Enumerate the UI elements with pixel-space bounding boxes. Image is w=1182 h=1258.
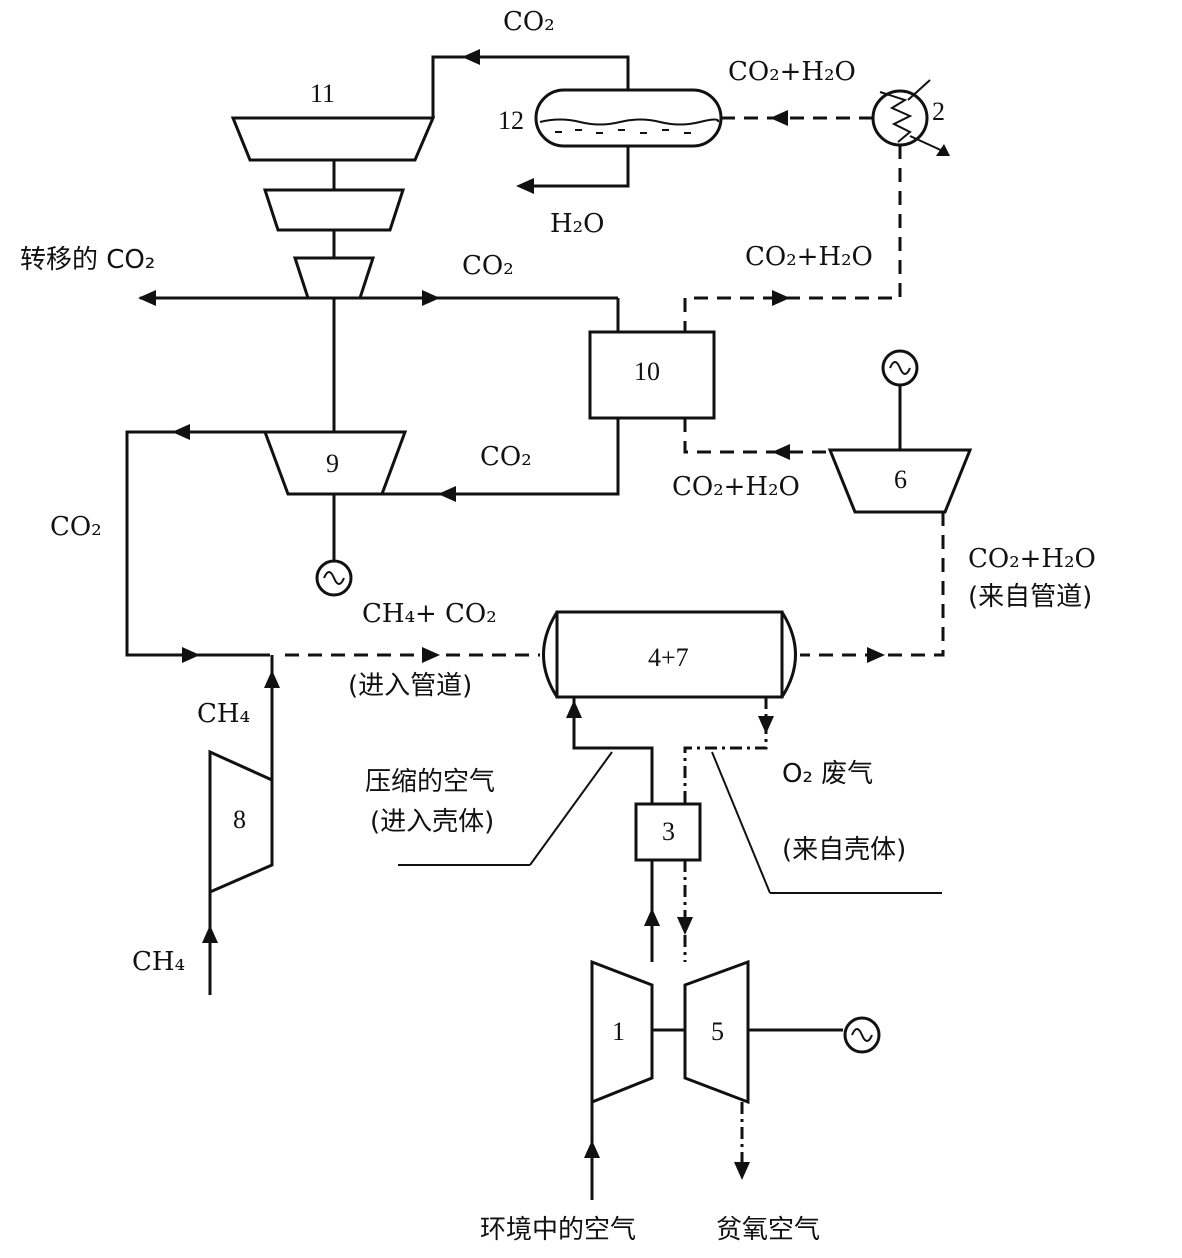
unit-4-7-label: 4+7 xyxy=(648,643,689,672)
ch4-lower-label: CH₄ xyxy=(132,947,185,977)
compressor-8 xyxy=(208,749,274,895)
liquid-hatch xyxy=(555,129,691,134)
unit-9-label: 9 xyxy=(326,449,339,478)
from-pipe-label: (来自管道) xyxy=(968,582,1092,612)
leader-line xyxy=(529,751,613,866)
compressed-air-label: 压缩的空气 xyxy=(365,767,495,797)
compressor-11 xyxy=(230,116,436,432)
separator-12 xyxy=(534,88,723,148)
leader-line xyxy=(711,751,771,894)
turbine-5 xyxy=(683,959,750,1105)
co2-h2o-pipe-label: CO₂+H₂O xyxy=(968,544,1096,574)
ch4-upper-label: CH₄ xyxy=(197,699,250,729)
co2-top-label: CO₂ xyxy=(503,7,555,37)
reactor-4-7 xyxy=(542,610,797,699)
generator-icon xyxy=(843,1016,881,1054)
dashed-streams xyxy=(285,110,945,663)
unit-10-box xyxy=(588,330,716,420)
into-shell-label: (进入壳体) xyxy=(370,807,494,837)
solid-streams xyxy=(125,49,660,1200)
co2-to-9-label: CO₂ xyxy=(480,442,532,472)
co2-left-label: CO₂ xyxy=(50,512,102,542)
unit-8-label: 8 xyxy=(233,805,246,834)
co2-h2o-right-label: CO₂+H₂O xyxy=(728,57,856,87)
ch4-co2-label: CH₄+ CO₂ xyxy=(362,599,497,629)
depleted-air-label: 贫氧空气 xyxy=(716,1215,820,1245)
ambient-air-label: 环境中的空气 xyxy=(480,1215,636,1245)
unit-12-label: 12 xyxy=(498,106,524,135)
transferred-co2-label: 转移的 CO₂ xyxy=(20,245,155,275)
generator-icon xyxy=(315,559,353,597)
turbine-6 xyxy=(827,448,973,514)
co2-h2o-from-6-label: CO₂+H₂O xyxy=(672,472,800,502)
co2-mid-label: CO₂ xyxy=(462,251,514,281)
co2-h2o-upper-label: CO₂+H₂O xyxy=(745,242,873,272)
compressor-1 xyxy=(590,959,654,1105)
unit-3-label: 3 xyxy=(662,817,675,846)
unit-3-box xyxy=(634,802,702,862)
o2-exhaust-label: O₂ 废气 xyxy=(782,759,873,789)
dashdot-streams xyxy=(677,697,774,1180)
into-pipe-label: (进入管道) xyxy=(348,671,472,701)
unit-2-label: 2 xyxy=(932,97,945,126)
from-shell-label: (来自壳体) xyxy=(782,835,906,865)
h2o-out-label: H₂O xyxy=(550,209,604,239)
unit-1-label: 1 xyxy=(612,1017,625,1046)
generator-icon xyxy=(881,349,919,387)
unit-6-label: 6 xyxy=(894,465,907,494)
unit-5-label: 5 xyxy=(711,1017,724,1046)
unit-10-label: 10 xyxy=(634,357,660,386)
unit-11-label: 11 xyxy=(310,79,335,108)
